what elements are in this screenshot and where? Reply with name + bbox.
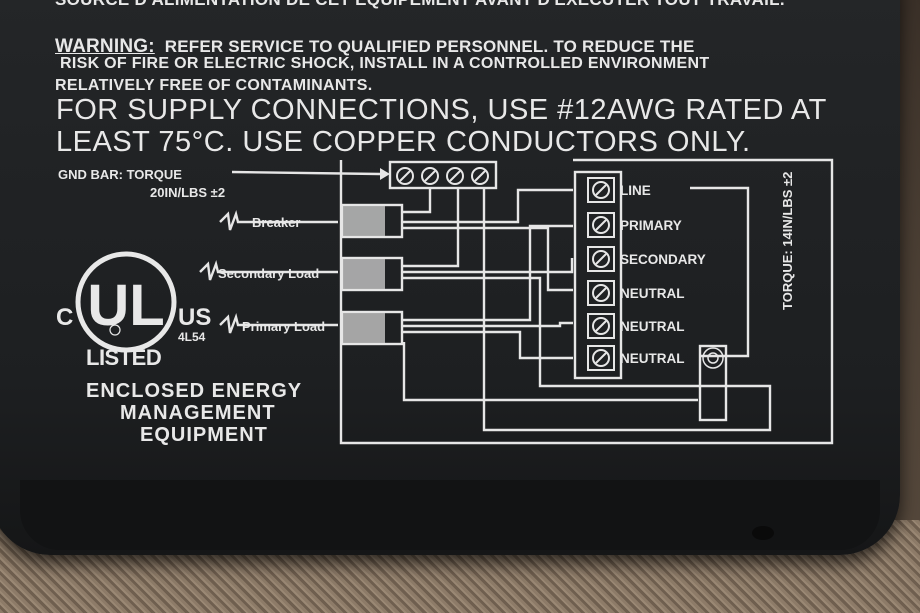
warning-word: WARNING: bbox=[55, 36, 155, 57]
terminal-neutral-1: NEUTRAL bbox=[620, 286, 685, 301]
french-warning-line: SOURCE D'ALIMENTATION DE CET EQUIPEMENT … bbox=[55, 0, 785, 10]
terminal-neutral-2: NEUTRAL bbox=[620, 319, 685, 334]
ul-letters: UL bbox=[87, 273, 164, 338]
terminal-line: LINE bbox=[620, 183, 651, 198]
product-name-line-3: EQUIPMENT bbox=[140, 424, 268, 446]
warning-text-1: REFER SERVICE TO QUALIFIED PERSONNEL. TO… bbox=[164, 37, 695, 56]
ul-listed-word: LISTED bbox=[86, 345, 162, 370]
ul-control-code: 4L54 bbox=[178, 330, 206, 344]
gnd-bar-torque: 20IN/LBS ±2 bbox=[150, 185, 226, 200]
ul-c: C bbox=[56, 304, 73, 331]
ul-listed-mark: UL C US bbox=[56, 251, 211, 353]
product-name-line-1: ENCLOSED ENERGY bbox=[86, 380, 303, 402]
load-label-breaker: Breaker bbox=[252, 215, 300, 230]
torque-right-label: TORQUE: 14IN/LBS ±2 bbox=[780, 172, 795, 310]
warning-line-2: RISK OF FIRE OR ELECTRIC SHOCK, INSTALL … bbox=[60, 55, 710, 72]
panel-lower-lip bbox=[20, 480, 880, 550]
terminal-primary: PRIMARY bbox=[620, 218, 682, 233]
ul-us: US bbox=[178, 304, 211, 331]
terminal-neutral-3: NEUTRAL bbox=[620, 351, 685, 366]
screw-hole bbox=[752, 526, 774, 540]
load-label-secondary: Secondary Load bbox=[218, 266, 319, 281]
warning-line-1: WARNING: REFER SERVICE TO QUALIFIED PERSO… bbox=[55, 36, 694, 58]
warning-line-3: RELATIVELY FREE OF CONTAMINANTS. bbox=[55, 77, 373, 94]
product-name-line-2: MANAGEMENT bbox=[120, 402, 276, 424]
terminal-secondary: SECONDARY bbox=[620, 252, 706, 267]
supply-line-1: FOR SUPPLY CONNECTIONS, USE #12AWG RATED… bbox=[56, 94, 827, 126]
gnd-bar-label: GND BAR: TORQUE bbox=[58, 167, 182, 182]
supply-line-2: LEAST 75°C. USE COPPER CONDUCTORS ONLY. bbox=[56, 126, 751, 158]
load-label-primary: Primary Load bbox=[242, 319, 325, 334]
